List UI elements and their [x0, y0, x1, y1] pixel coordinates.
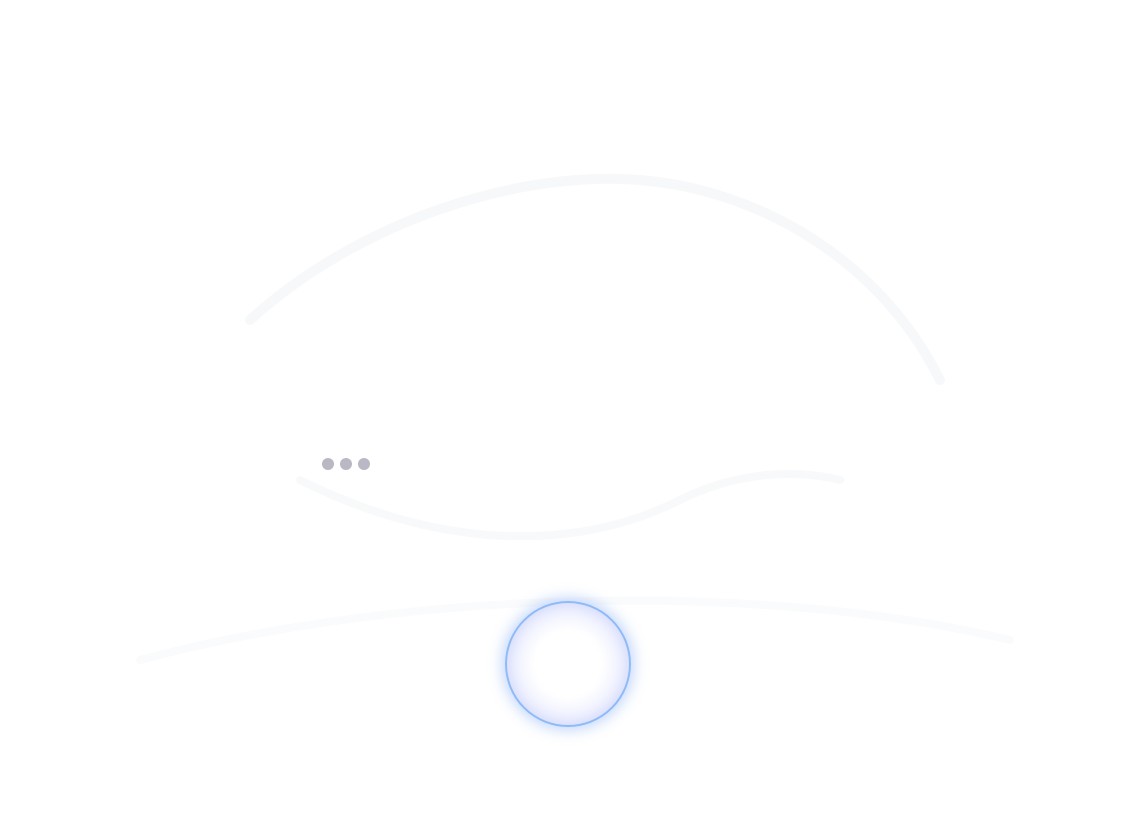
typing-dot [322, 458, 334, 470]
typing-dot [340, 458, 352, 470]
ghost-arc-top [245, 173, 945, 385]
ghost-arc-middle [296, 470, 844, 541]
assistant-orb-button[interactable] [505, 601, 631, 727]
typing-dot [358, 458, 370, 470]
typing-indicator [322, 456, 378, 472]
